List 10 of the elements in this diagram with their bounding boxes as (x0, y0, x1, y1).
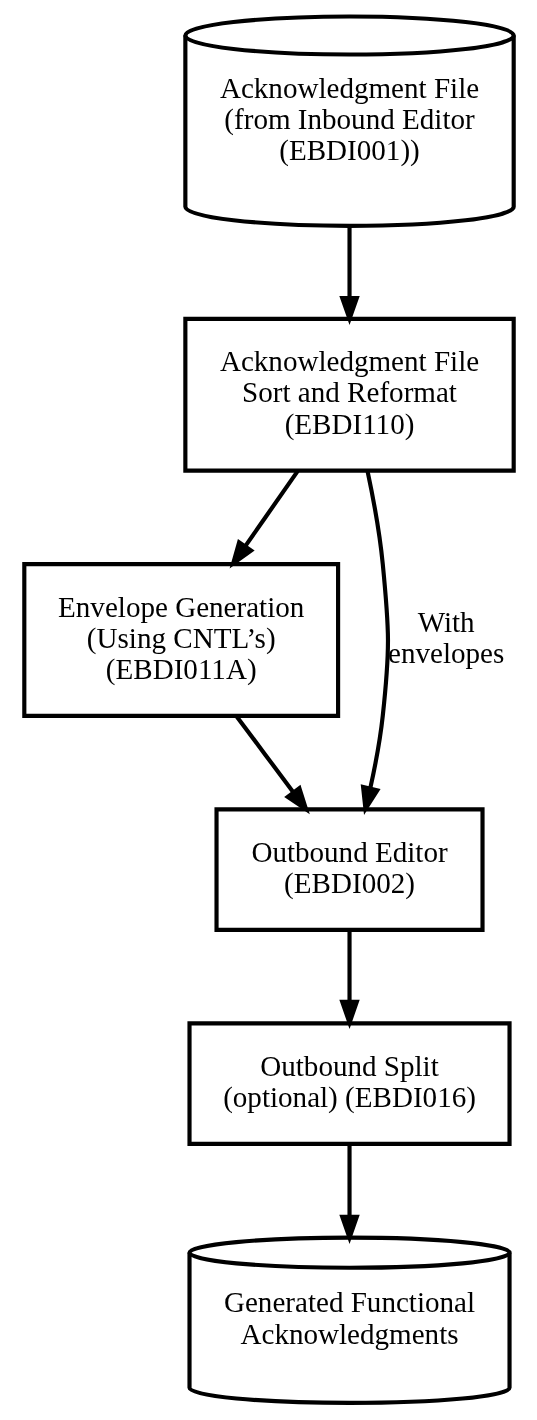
node-box: Acknowledgment File Sort and Reformat (EBDI110) (182, 316, 516, 473)
node-box: Envelope Generation (Using CNTL’s) (EBDI011A) (21, 562, 340, 718)
arrow (229, 469, 299, 569)
arrow (338, 930, 360, 1029)
edge-label: With envelopes (387, 606, 504, 670)
arrow (338, 1144, 360, 1244)
arrow (360, 470, 390, 816)
node-box: Outbound Editor (EBDI002) (213, 807, 485, 932)
node-box: Outbound Split (optional) (EBDI016) (186, 1021, 512, 1146)
arrow (338, 225, 360, 326)
